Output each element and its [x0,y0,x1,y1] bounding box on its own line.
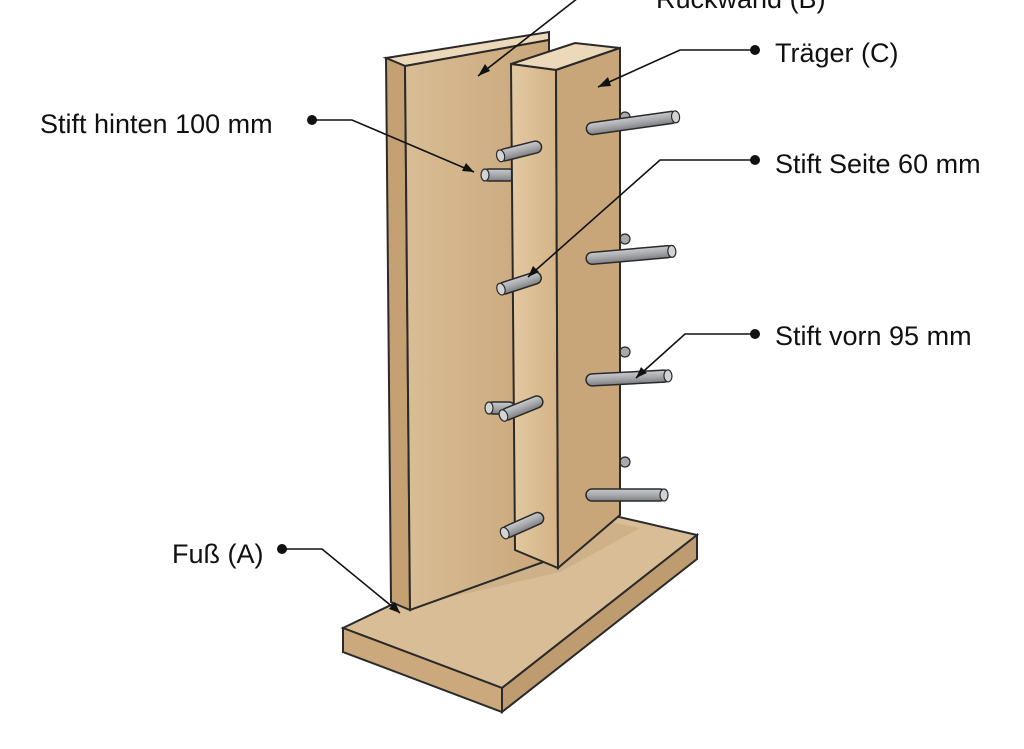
peg-side-2 [496,271,542,296]
peg-front-3 [585,369,673,387]
peg-side-4 [499,511,545,540]
peg-back-1 [480,168,516,182]
carrier-board [509,41,621,571]
leader-stift-hinten [307,115,475,173]
label-stift-hinten: Stift hinten 100 mm [40,109,273,139]
leader-stift-seite [527,155,760,278]
label-traeger: Träger (C) [775,38,899,68]
label-stift-seite: Stift Seite 60 mm [775,149,981,179]
peg-front-1 [585,110,681,136]
peg-front-2 [585,244,677,266]
leader-traeger [597,45,760,88]
carrier-front-face [509,62,560,570]
side-pegs [495,140,545,540]
label-fuss: Fuß (A) [172,539,264,569]
leader-lines [277,0,760,614]
carrier-side-face [554,46,621,571]
leader-rueckwand [477,0,577,77]
peg-side-3 [498,395,544,422]
base-side-face [501,532,698,715]
label-stift-vorn: Stift vorn 95 mm [775,321,972,351]
label-rueckwand: Rückwand (B) [656,0,826,13]
leader-stift-vorn [635,329,760,379]
peg-rear-stubs [619,111,631,468]
front-pegs [585,110,681,502]
peg-side-1 [495,140,543,163]
peg-front-4 [585,488,669,502]
leader-fuss [277,544,401,614]
